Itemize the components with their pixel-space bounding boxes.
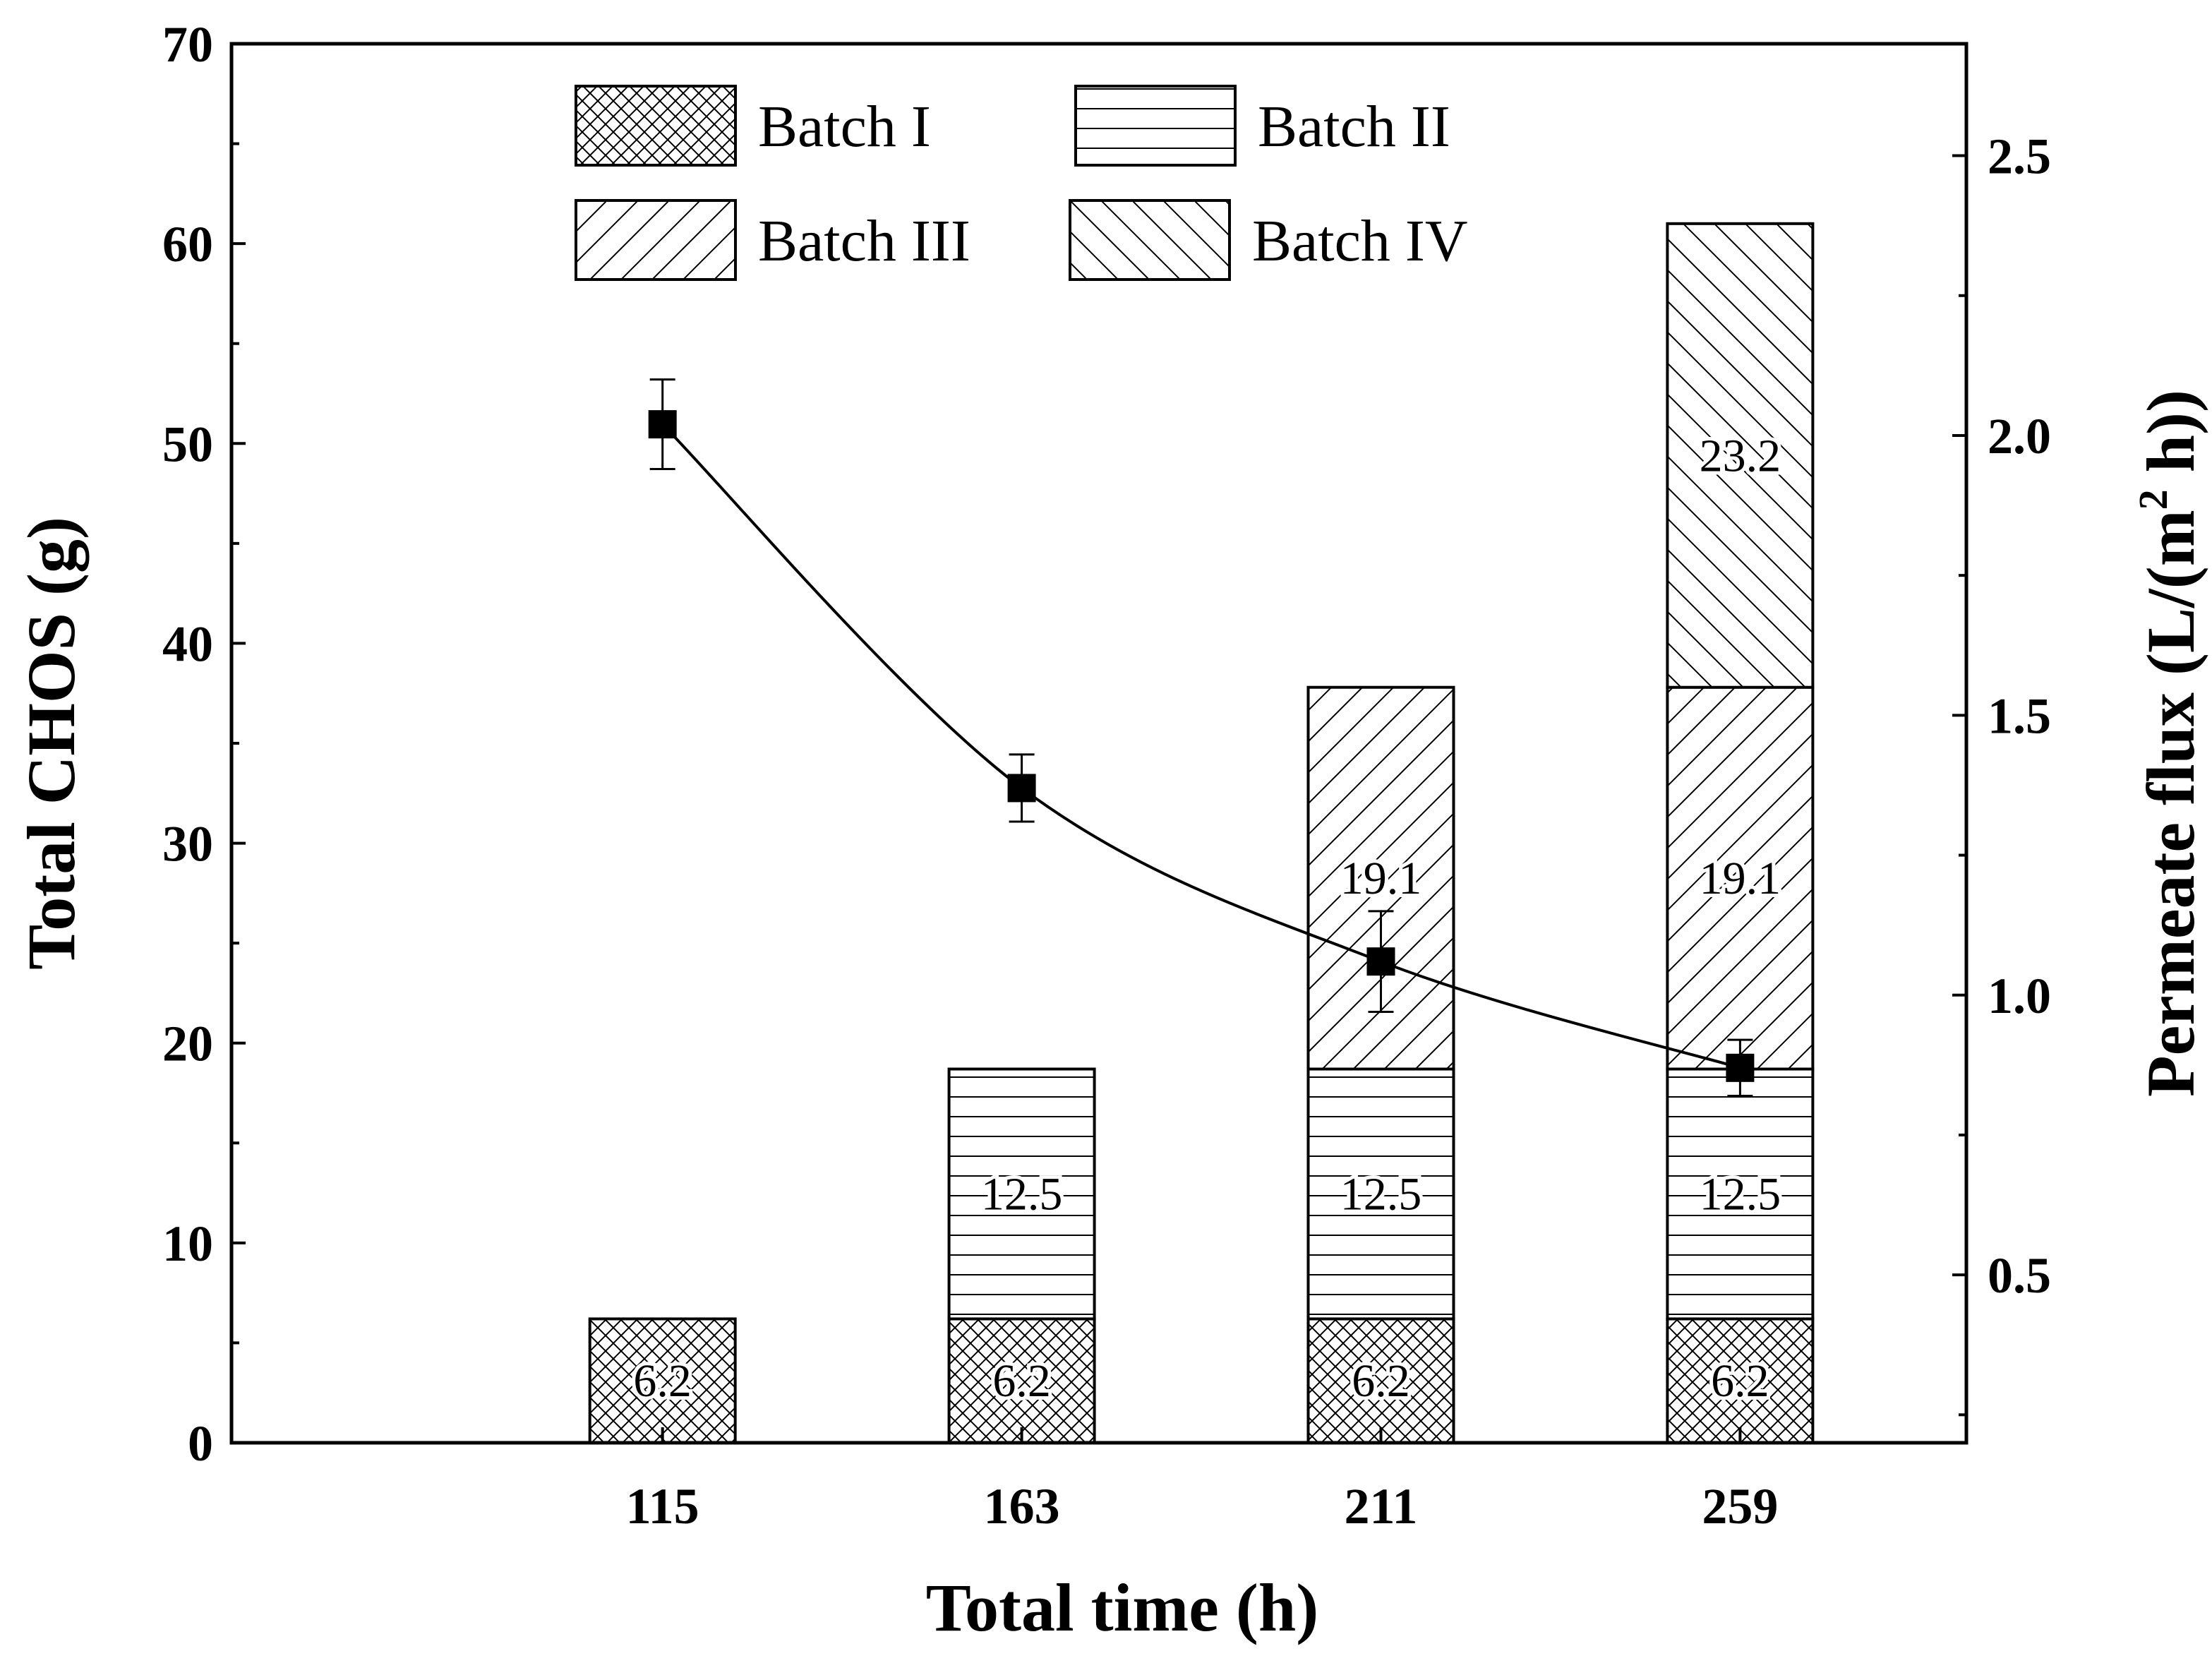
- y-tick-label: 0: [188, 1415, 213, 1472]
- bar-segment: [1306, 1067, 1455, 1321]
- flux-line: [661, 423, 1741, 1069]
- bar-data-label: 6.2: [992, 1355, 1051, 1407]
- bar-data-label: 19.1: [1700, 853, 1781, 904]
- y2-tick-label: 1.5: [1988, 688, 2051, 744]
- legend-label: Batch II: [1258, 94, 1450, 160]
- x-tick-label: 211: [1344, 1478, 1417, 1535]
- bar-segment: [947, 1067, 1096, 1321]
- bar-segment: [1666, 1067, 1815, 1321]
- flux-line-layer: [648, 378, 1755, 1097]
- legend: Batch I Batch II Batch III Batch IV: [575, 85, 1468, 281]
- flux-point-marker: [1366, 947, 1395, 976]
- bar-segment: [1666, 1317, 1815, 1444]
- y-tick-label: 50: [162, 416, 213, 472]
- y2-tick-label: 2.0: [1988, 408, 2051, 464]
- y-axis-title: Total CHOS (g): [13, 517, 89, 970]
- bar-data-label: 6.2: [1711, 1355, 1769, 1407]
- legend-swatch: [1069, 199, 1231, 281]
- right-axis: 0.5 1.0 1.5 2.0 2.5: [1952, 128, 2051, 1417]
- bars-layer: 6.2 6.2 12.5 6.2 12.5 19.1 6.2 12.5 19.1 23.2: [588, 222, 1815, 1444]
- flux-point-marker: [1726, 1053, 1755, 1082]
- y2-tick-label: 0.5: [1988, 1247, 2051, 1304]
- x-axis-title: Total time (h): [926, 1570, 1318, 1645]
- left-axis: 0 10 20 30 40 50 60 70: [162, 16, 246, 1472]
- bar-segment: [947, 1317, 1096, 1444]
- bar-data-label: 12.5: [1700, 1168, 1781, 1220]
- y2-axis-title-sup: 2: [2130, 489, 2176, 510]
- legend-label: Batch IV: [1252, 208, 1468, 274]
- flux-point-marker: [648, 410, 677, 439]
- bar-data-label: 12.5: [981, 1168, 1063, 1220]
- legend-label: Batch III: [758, 208, 970, 274]
- bar-segment: [1666, 685, 1815, 1071]
- y2-axis-title-main: Permeate flux (L/(m: [2133, 510, 2208, 1097]
- y2-tick-label: 2.5: [1988, 128, 2051, 185]
- y-tick-label: 60: [162, 216, 213, 272]
- bar-segment: [588, 1317, 737, 1444]
- legend-swatch: [575, 199, 737, 281]
- bar-data-label: 12.5: [1340, 1168, 1422, 1220]
- x-axis: 115 163 211 259: [626, 1427, 1778, 1535]
- legend-swatch: [1074, 85, 1237, 167]
- bar-data-label: 6.2: [1352, 1355, 1410, 1407]
- y-tick-label: 30: [162, 816, 213, 872]
- legend-swatch: [575, 85, 737, 167]
- legend-label: Batch I: [758, 94, 931, 160]
- y2-tick-label: 1.0: [1988, 968, 2051, 1024]
- flux-point-marker: [1007, 774, 1036, 803]
- bar-data-label: 23.2: [1700, 430, 1781, 481]
- bar-data-label: 6.2: [633, 1355, 692, 1407]
- x-tick-label: 259: [1702, 1478, 1778, 1535]
- y-tick-label: 10: [162, 1215, 213, 1272]
- y-tick-label: 70: [162, 16, 213, 73]
- x-tick-label: 163: [984, 1478, 1060, 1535]
- bar-segment: [1666, 222, 1815, 689]
- y-tick-label: 40: [162, 616, 213, 672]
- y2-axis-title: Permeate flux (L/(m2 h)): [2130, 390, 2208, 1097]
- x-tick-label: 115: [626, 1478, 699, 1535]
- y2-axis-title-end: h)): [2133, 390, 2208, 489]
- y-tick-label: 20: [162, 1016, 213, 1072]
- bar-data-label: 19.1: [1340, 853, 1422, 904]
